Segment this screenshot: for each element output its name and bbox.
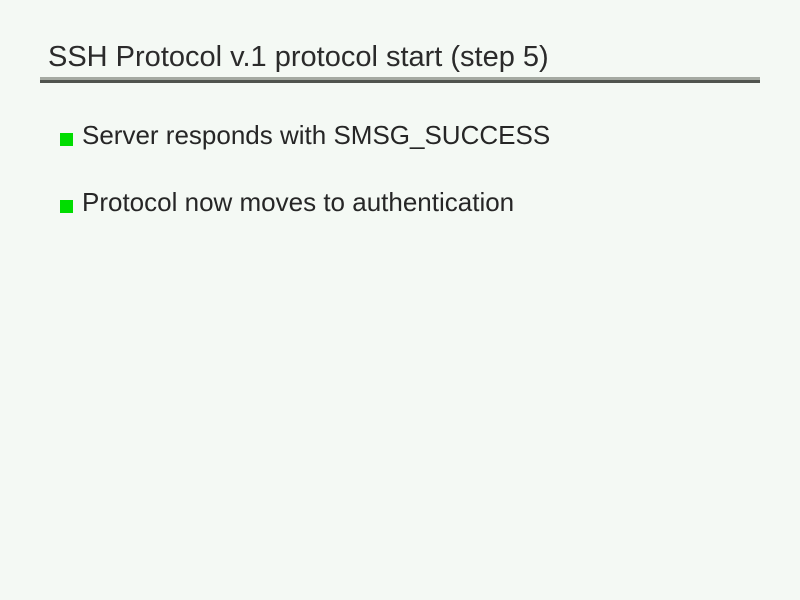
bullet-text: Server responds with SMSG_SUCCESS — [82, 120, 551, 150]
bullet-text: Protocol now moves to authentication — [82, 187, 515, 217]
bullet-item: Protocol now moves to authentication — [60, 189, 550, 215]
bullet-square-icon — [60, 133, 73, 146]
slide-title: SSH Protocol v.1 protocol start (step 5) — [48, 41, 549, 73]
bullet-item: Server responds with SMSG_SUCCESS — [60, 122, 550, 148]
bullet-square-icon — [60, 200, 73, 213]
title-rule-divider — [40, 77, 760, 83]
bullet-list: Server responds with SMSG_SUCCESS Protoc… — [60, 122, 550, 256]
